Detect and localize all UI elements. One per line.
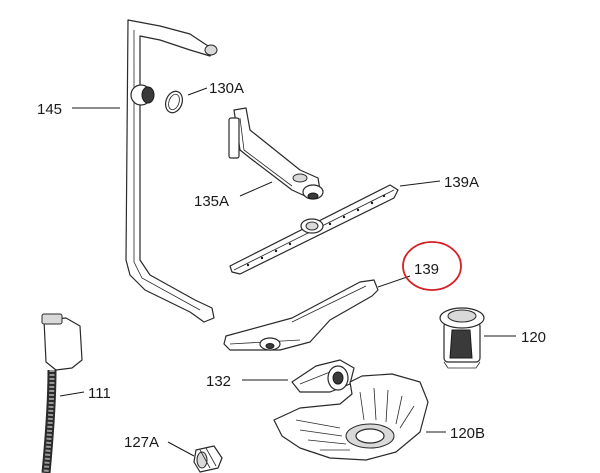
- part-145-supply-tube[interactable]: [125, 19, 218, 323]
- part-139-lower-spray-arm[interactable]: [223, 279, 379, 351]
- part-132-sump-bracket[interactable]: [291, 359, 355, 393]
- label-127A: 127A: [124, 434, 159, 451]
- label-120: 120: [521, 329, 546, 346]
- label-130A: 130A: [209, 80, 244, 97]
- part-135A-spray-arm-bracket[interactable]: [228, 107, 324, 200]
- part-120-pump[interactable]: [439, 307, 485, 369]
- label-111: 111: [88, 385, 111, 402]
- label-135A: 135A: [194, 193, 229, 210]
- part-127A-connector[interactable]: [193, 445, 223, 473]
- part-139A-upper-spray-arm[interactable]: [229, 184, 399, 275]
- part-130A-o-ring[interactable]: [163, 89, 186, 115]
- leader-lines: [59, 87, 516, 457]
- part-120B-coarse-filter[interactable]: [273, 373, 429, 461]
- part-111-inlet-hose[interactable]: [41, 313, 83, 473]
- label-120B: 120B: [450, 425, 485, 442]
- label-132: 132: [206, 373, 231, 390]
- label-139: 139: [414, 261, 439, 278]
- label-145: 145: [37, 101, 62, 118]
- highlight-circle: [402, 241, 462, 291]
- label-139A: 139A: [444, 174, 479, 191]
